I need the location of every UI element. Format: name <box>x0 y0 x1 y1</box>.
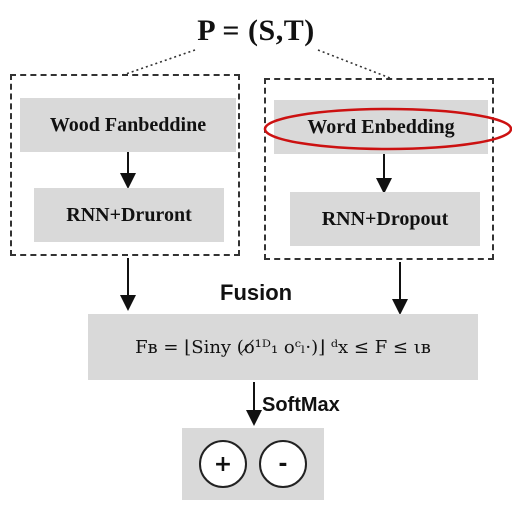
positive-output-label: + <box>213 451 233 477</box>
left-embedding-box: Wood Fanbeddine <box>20 98 236 152</box>
fusion-label: Fusion <box>220 280 293 305</box>
right-branch-box <box>264 78 494 260</box>
diagram-title: P = (S,T) <box>197 14 315 47</box>
title-left-dotted-line <box>119 49 196 77</box>
negative-output-label: - <box>278 451 288 477</box>
left-rnn-box: RNN+Druront <box>34 188 224 242</box>
left-embedding-label: Wood Fanbeddine <box>49 113 207 136</box>
fusion-formula-box: Fʙ = ⌊Siny (o̸¹ᴰ₁ oᶜₗ·)⌋ ᵈx ≤ F ≤ ιʙ <box>88 314 478 380</box>
right-rnn-box: RNN+Dropout <box>290 192 480 246</box>
highlight-ellipse <box>263 107 512 151</box>
left-rnn-label: RNN+Druront <box>66 203 192 226</box>
left-branch-box <box>10 74 240 256</box>
fusion-formula: Fʙ = ⌊Siny (o̸¹ᴰ₁ oᶜₗ·)⌋ ᵈx ≤ F ≤ ιʙ <box>135 336 431 358</box>
right-rnn-label: RNN+Dropout <box>321 207 449 230</box>
output-box: + - <box>182 428 324 500</box>
right-embedding-label: Word Enbedding <box>307 115 455 138</box>
softmax-label: SoftMax <box>262 394 340 416</box>
positive-output-circle: + <box>199 440 247 488</box>
negative-output-circle: - <box>259 440 307 488</box>
